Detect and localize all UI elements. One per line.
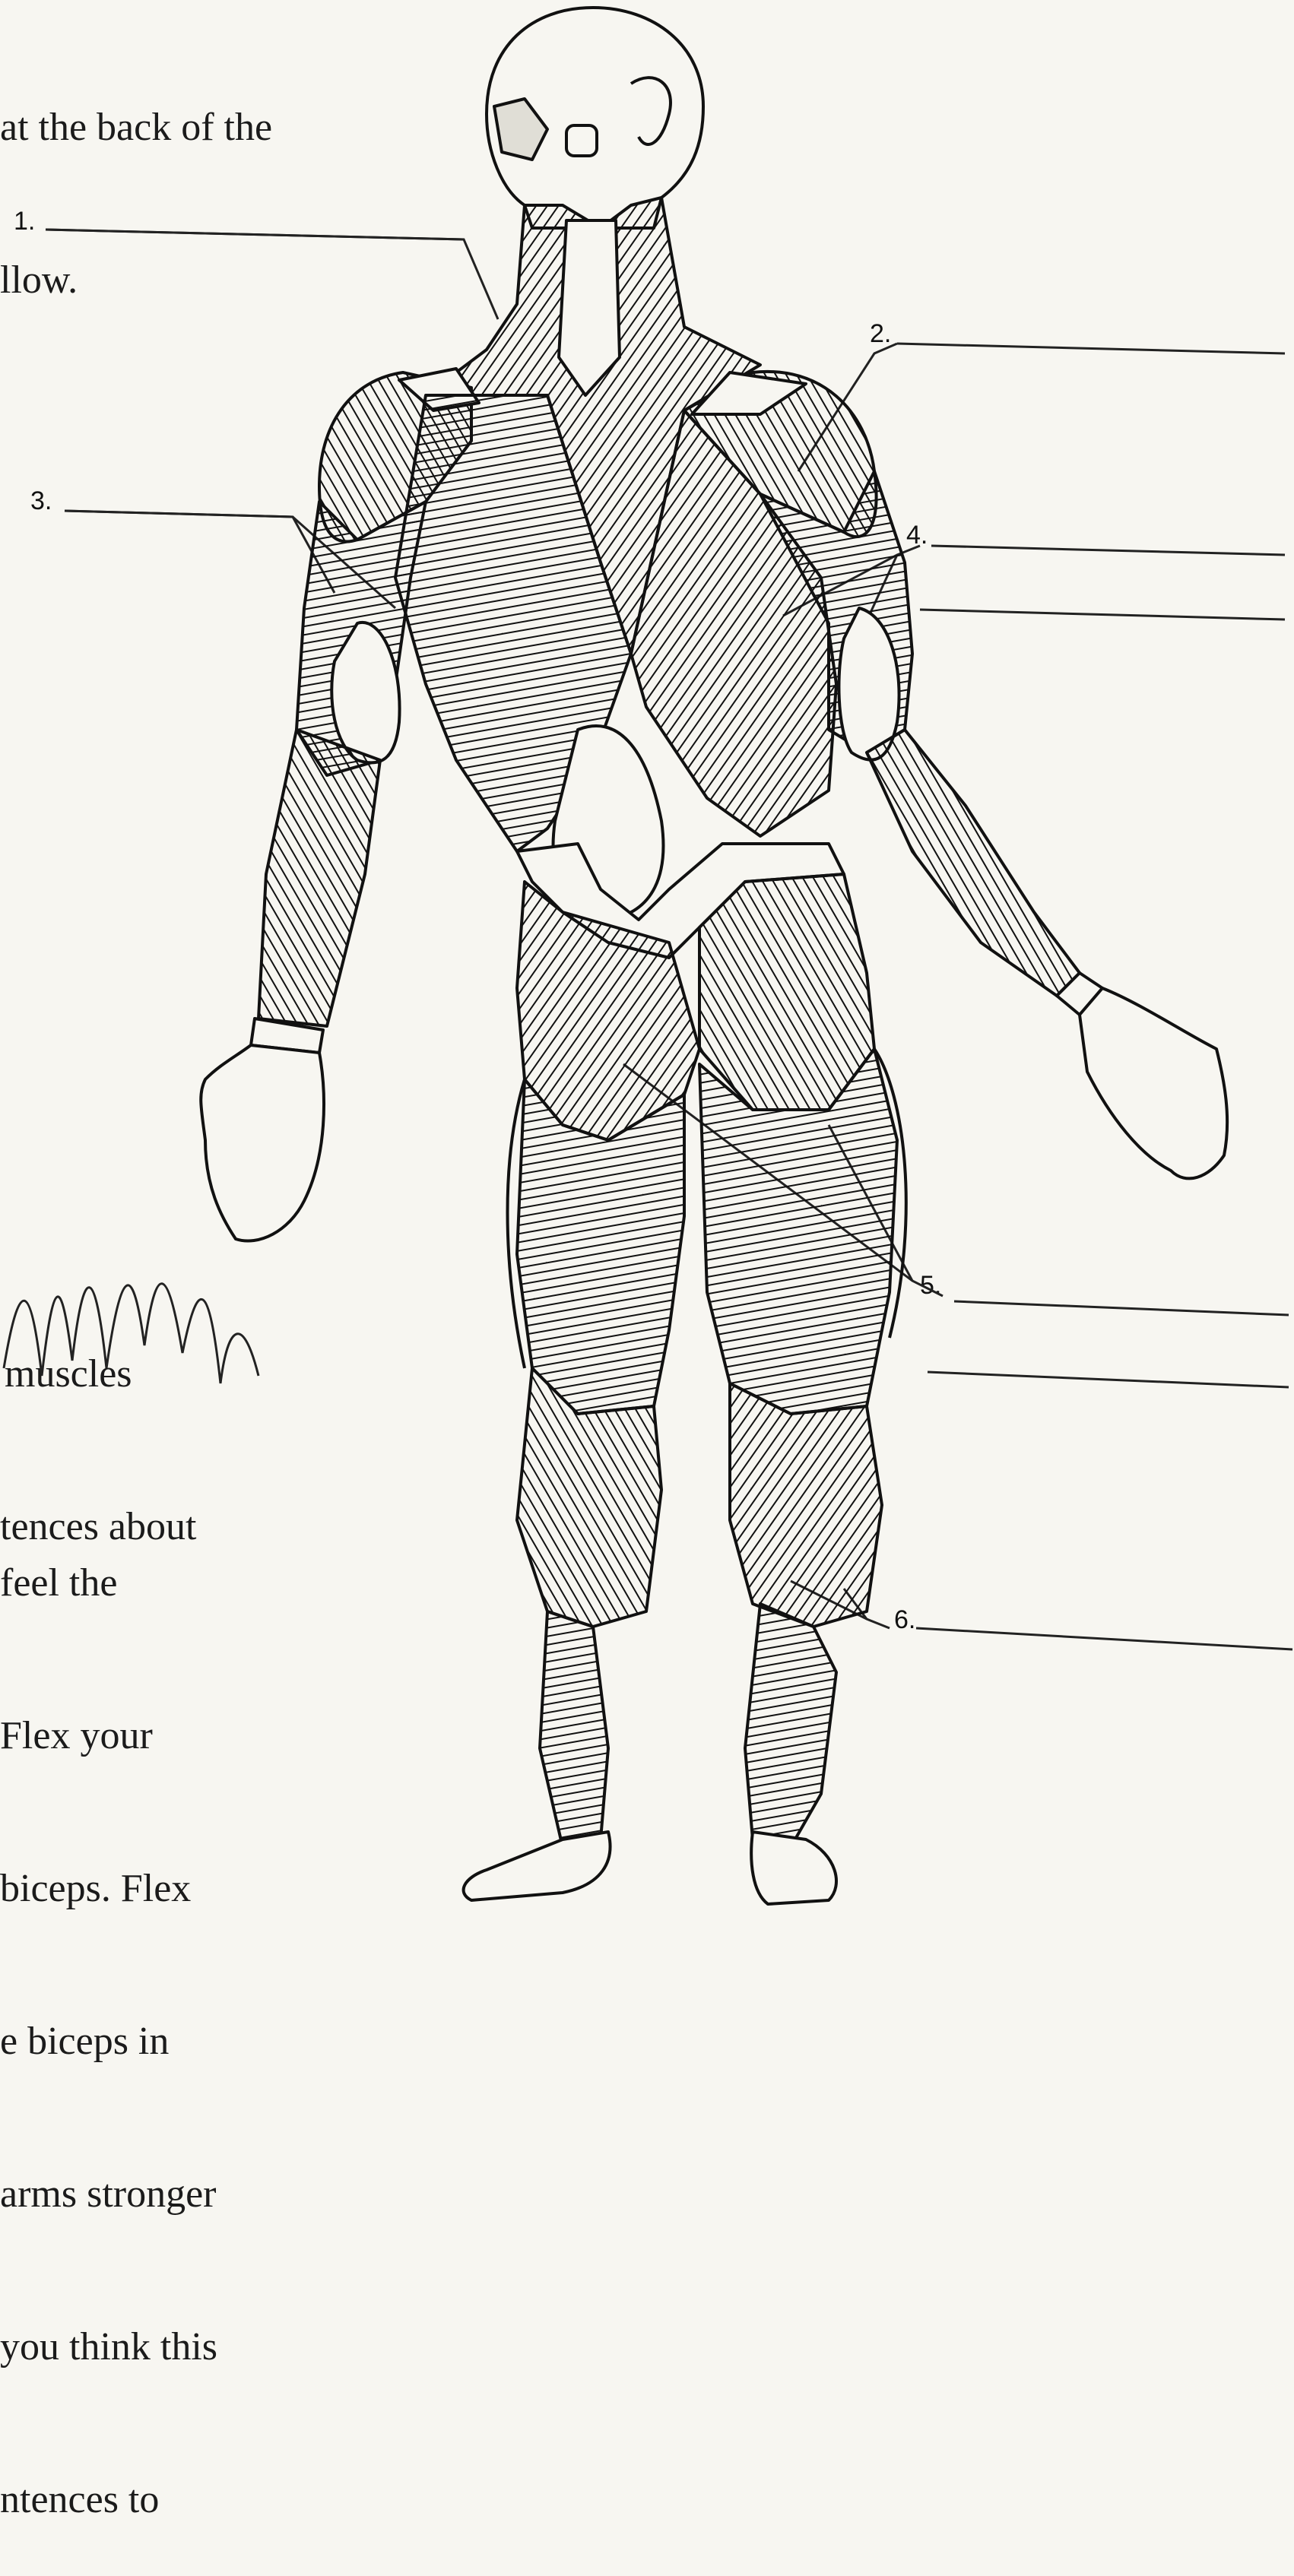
answer-line-3	[65, 511, 293, 517]
body-figure	[201, 8, 1227, 1904]
forearm-left	[258, 730, 380, 1026]
hand-right	[1080, 988, 1227, 1178]
glute-right	[699, 874, 874, 1110]
answer-line-2	[897, 344, 1285, 353]
neck-gap	[559, 220, 620, 395]
foot-right	[751, 1832, 836, 1904]
bottom-line: you think this	[0, 2321, 217, 2372]
hand-left	[201, 1045, 324, 1241]
leader-line-1	[46, 230, 498, 319]
answer-line-5a	[954, 1301, 1289, 1315]
answer-line-6	[916, 1628, 1292, 1649]
foot-left	[464, 1832, 611, 1900]
bottom-line: arms stronger	[0, 2169, 217, 2220]
bottom-line: ntences to	[0, 2474, 217, 2525]
lower-leg-right	[745, 1604, 836, 1847]
leader-line-3	[65, 511, 335, 593]
lower-leg-left	[540, 1611, 608, 1847]
answer-line-4a	[931, 546, 1285, 555]
forearm-right	[867, 730, 1080, 996]
bottom-line: e biceps in	[0, 2016, 217, 2067]
answer-line-4b	[920, 610, 1285, 619]
answer-line-5b	[928, 1372, 1289, 1387]
answer-line-1	[46, 230, 464, 239]
calf-right	[730, 1383, 882, 1627]
muscle-diagram-back-view	[0, 0, 1294, 1909]
